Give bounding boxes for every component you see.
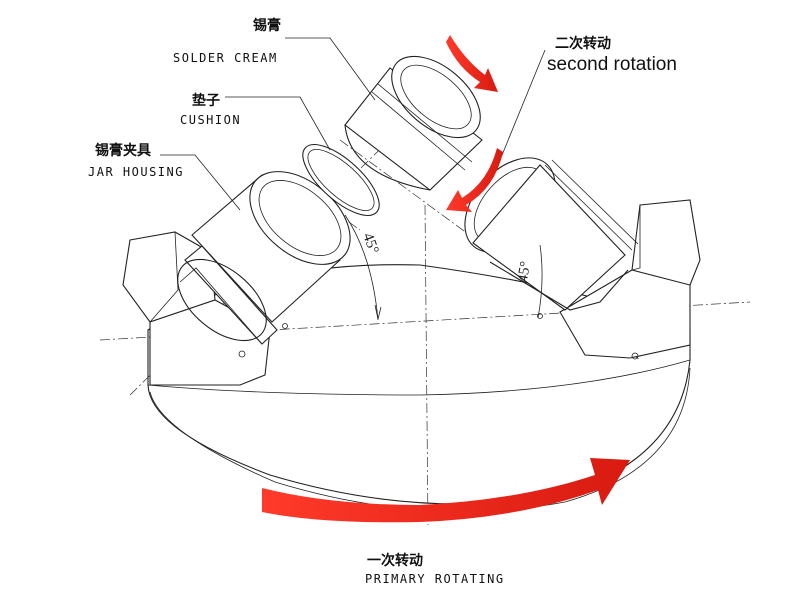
leader-lines xyxy=(160,37,546,211)
solder-cream-label-en: SOLDER CREAM xyxy=(173,51,278,65)
cushion-label-zh: 垫子 xyxy=(192,92,220,109)
second-rotation-label-en: second rotation xyxy=(547,54,677,75)
solder-cream-label-zh: 锡膏 xyxy=(253,17,281,34)
angle-arcs xyxy=(344,214,543,321)
cushion-disc xyxy=(302,144,380,216)
second-rotation-arrow-right xyxy=(446,148,503,212)
right-bracket xyxy=(537,199,701,360)
angle-label-right: 45° xyxy=(515,260,534,283)
primary-rotating-label-en: PRIMARY ROTATING xyxy=(365,572,505,586)
jar-housing-label-zh: 锡膏夹具 xyxy=(95,142,151,159)
jar-housing-label-en: JAR HOUSING xyxy=(88,165,184,179)
primary-rotating-label-zh: 一次转动 xyxy=(367,552,423,569)
left-jar-housing xyxy=(177,171,351,345)
left-bracket xyxy=(122,231,288,386)
second-rotation-arrow-top xyxy=(446,35,498,92)
primary-rotation-arrow xyxy=(262,458,630,523)
angle-label-left: 45° xyxy=(359,231,381,256)
second-rotation-label-zh: 二次转动 xyxy=(555,35,611,52)
cushion-label-en: CUSHION xyxy=(180,113,241,127)
solder-cream-jar xyxy=(344,55,483,191)
